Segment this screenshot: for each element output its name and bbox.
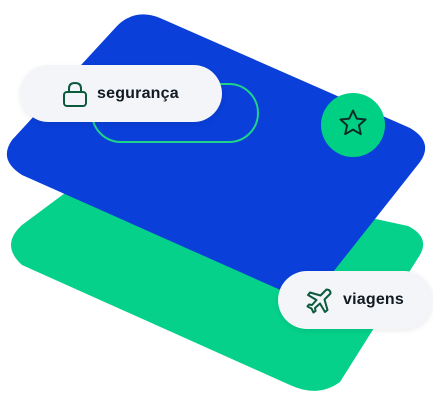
airplane-icon: [306, 286, 334, 314]
favorite-badge: [321, 93, 385, 157]
travel-label: viagens: [343, 291, 404, 308]
lock-icon: [61, 80, 89, 108]
security-label: segurança: [97, 84, 179, 102]
star-icon: [338, 108, 368, 143]
security-badge: segurança: [20, 65, 222, 122]
travel-badge: viagens: [278, 271, 433, 329]
